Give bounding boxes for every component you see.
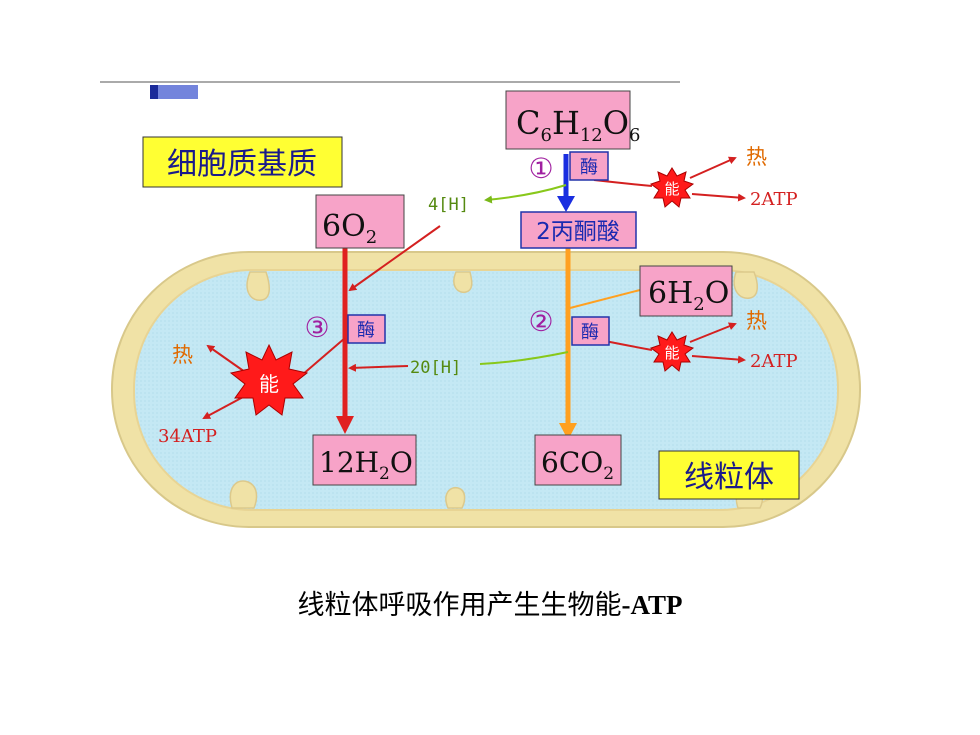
glucose-sub3: 6 bbox=[629, 125, 640, 146]
slide-caption: 线粒体呼吸作用产生生物能-ATP bbox=[0, 583, 980, 622]
glucose-box: C6H12O6 bbox=[505, 90, 640, 150]
atp2-arrow bbox=[691, 355, 746, 364]
stage3-energy-line bbox=[301, 337, 346, 376]
co2-box: 6CO2 bbox=[534, 434, 622, 486]
water-in-a: 6H bbox=[648, 276, 693, 311]
heat3-arrow bbox=[206, 344, 246, 373]
heat2-arrow bbox=[689, 322, 737, 343]
glucose-sub2: 12 bbox=[580, 125, 603, 146]
energy-burst-2: 能 bbox=[649, 331, 695, 372]
water-in-line bbox=[569, 289, 641, 309]
enzyme-box-3: 酶 bbox=[347, 314, 386, 344]
h20-arrow bbox=[348, 363, 409, 372]
co2-sub: 2 bbox=[603, 464, 614, 484]
heat-label-1: 热 bbox=[746, 145, 767, 169]
enzyme-label-2: 酶 bbox=[581, 322, 599, 343]
water-out-b: O bbox=[390, 446, 413, 479]
krebs-arrowhead bbox=[559, 423, 577, 440]
h4-arrow bbox=[484, 184, 567, 204]
water-in-sub: 2 bbox=[693, 294, 704, 315]
atp-label-2: 2ATP bbox=[750, 351, 798, 372]
svg-text:C6H12O6: C6H12O6 bbox=[516, 104, 640, 146]
glucose-c: C bbox=[516, 104, 540, 142]
enzyme-box-2: 酶 bbox=[571, 316, 610, 346]
water-out-a: 12H bbox=[319, 446, 379, 479]
energy-burst-1: 能 bbox=[649, 167, 695, 208]
water-in-box: 6H2O bbox=[639, 265, 733, 317]
co2-a: 6CO bbox=[541, 446, 603, 479]
svg-text:6H2O: 6H2O bbox=[648, 276, 729, 315]
h20-label: 20[H] bbox=[410, 358, 461, 378]
oxygen-main: 6O bbox=[322, 209, 366, 244]
oxidative-arrowhead bbox=[336, 416, 354, 434]
energy-label-2: 能 bbox=[664, 344, 679, 362]
cytoplasm-matrix-label: 细胞质基质 bbox=[167, 147, 317, 182]
water-out-box: 12H2O bbox=[312, 434, 417, 486]
atp3-arrow bbox=[202, 395, 246, 419]
step-3-marker: ③ bbox=[304, 311, 329, 344]
energy-burst-3: 能 bbox=[229, 343, 309, 416]
water-out-sub: 2 bbox=[379, 464, 390, 484]
enzyme-label-1: 酶 bbox=[580, 157, 598, 178]
cytoplasm-label-box bbox=[142, 136, 343, 188]
svg-text:12H2O: 12H2O bbox=[319, 446, 413, 484]
h20-line bbox=[479, 351, 569, 365]
heat1-arrow bbox=[689, 156, 737, 179]
caption-text: 线粒体呼吸作用产生生物能 bbox=[297, 590, 622, 621]
step-2-marker: ② bbox=[528, 305, 553, 338]
svg-text:6O2: 6O2 bbox=[322, 209, 377, 248]
pyruvate-label: 2丙酮酸 bbox=[536, 219, 620, 245]
glucose-h: H bbox=[552, 104, 580, 142]
glucose-sub1: 6 bbox=[540, 125, 551, 146]
svg-text:6CO2: 6CO2 bbox=[541, 446, 614, 484]
h4-to-stage3-arrow bbox=[348, 225, 441, 292]
mitochondrion-label-box bbox=[658, 450, 800, 500]
heat-label-3: 热 bbox=[172, 343, 193, 367]
heat-label-2: 热 bbox=[746, 309, 767, 333]
glucose-o: O bbox=[603, 104, 629, 142]
enzyme-box-1: 酶 bbox=[569, 151, 609, 181]
caption-bold: -ATP bbox=[621, 590, 683, 620]
water-in-b: O bbox=[705, 276, 730, 311]
oxygen-box: 6O2 bbox=[315, 194, 405, 249]
energy-label-1: 能 bbox=[664, 180, 679, 198]
pyruvate-box: 2丙酮酸 bbox=[520, 211, 637, 249]
step-1-marker: ① bbox=[528, 152, 553, 185]
atp-label-3: 34ATP bbox=[158, 426, 217, 447]
glycolysis-arrowhead bbox=[557, 196, 575, 212]
stage1-energy-line bbox=[593, 179, 653, 187]
atp1-arrow bbox=[691, 193, 746, 202]
oxygen-sub: 2 bbox=[366, 227, 377, 248]
h4-label: 4[H] bbox=[428, 195, 469, 215]
mitochondrion-label: 线粒体 bbox=[684, 460, 774, 495]
energy-label-3: 能 bbox=[259, 372, 279, 396]
slide-decoration bbox=[100, 81, 680, 99]
enzyme-label-3: 酶 bbox=[357, 320, 375, 341]
atp-label-1: 2ATP bbox=[750, 189, 798, 210]
